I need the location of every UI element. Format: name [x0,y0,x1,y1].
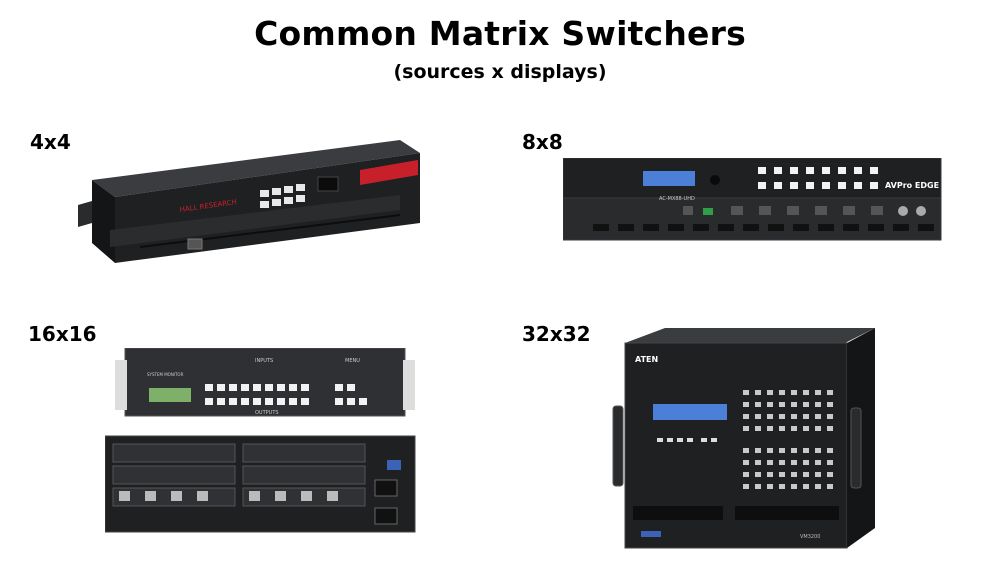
panel-label-inputs: INPUTS [255,358,273,364]
product-image-32x32: ATEN VM3200 [605,328,883,550]
matrix-switcher-16x16-graphic: INPUTS MENU OUTPUTS SYSTEM MONITOR [105,348,416,533]
matrix-switcher-4x4-graphic: HALL RESEARCH [78,140,420,263]
product-image-4x4: HALL RESEARCH [70,135,430,275]
slide-title: Common Matrix Switchers [254,14,746,53]
model-text-8x8: AC-MX88-UHD [659,196,695,202]
button-grid-32x32 [743,390,833,489]
label-8x8: 8x8 [522,130,563,154]
slide-subtitle: (sources x displays) [393,61,607,83]
power-inlet-16x16-b [374,507,398,525]
brand-text-8x8: AVPro EDGE [885,181,939,190]
connector-4x4 [187,238,203,250]
vent-slots-32x32 [633,506,839,520]
ir-sensor-8x8 [710,175,720,185]
hdmi-row-8x8 [593,224,934,231]
nav-buttons-32x32 [657,438,717,442]
label-16x16: 16x16 [28,322,97,346]
matrix-switcher-32x32-graphic: ATEN VM3200 [612,328,875,549]
product-image-8x8: AVPro EDGE AC-MX88-UHD [563,158,943,250]
button-grid-16x16 [205,384,367,405]
label-4x4: 4x4 [30,130,71,154]
display-window-4x4 [317,176,339,192]
front-buttons-4x4 [260,184,305,208]
lcd-32x32 [653,404,727,420]
red-status-strip-4x4 [360,160,418,185]
serial-port-16x16 [387,460,401,470]
button-grid-8x8 [758,167,878,189]
panel-label-system-monitor: SYSTEM MONITOR [147,372,184,377]
power-inlet-16x16 [374,479,398,497]
brand-text-32x32: ATEN [635,355,658,364]
panel-label-outputs: OUTPUTS [255,410,279,416]
rj45-ports-16x16 [119,491,338,501]
rear-ports-8x8 [683,206,926,216]
panel-label-menu: MENU [345,358,360,364]
model-text-32x32: VM3200 [800,534,820,540]
label-32x32: 32x32 [522,322,591,346]
product-image-16x16: INPUTS MENU OUTPUTS SYSTEM MONITOR [105,348,423,533]
lcd-16x16 [149,388,191,402]
lcd-8x8 [643,171,695,186]
matrix-switcher-8x8-graphic: AVPro EDGE AC-MX88-UHD [563,158,942,241]
